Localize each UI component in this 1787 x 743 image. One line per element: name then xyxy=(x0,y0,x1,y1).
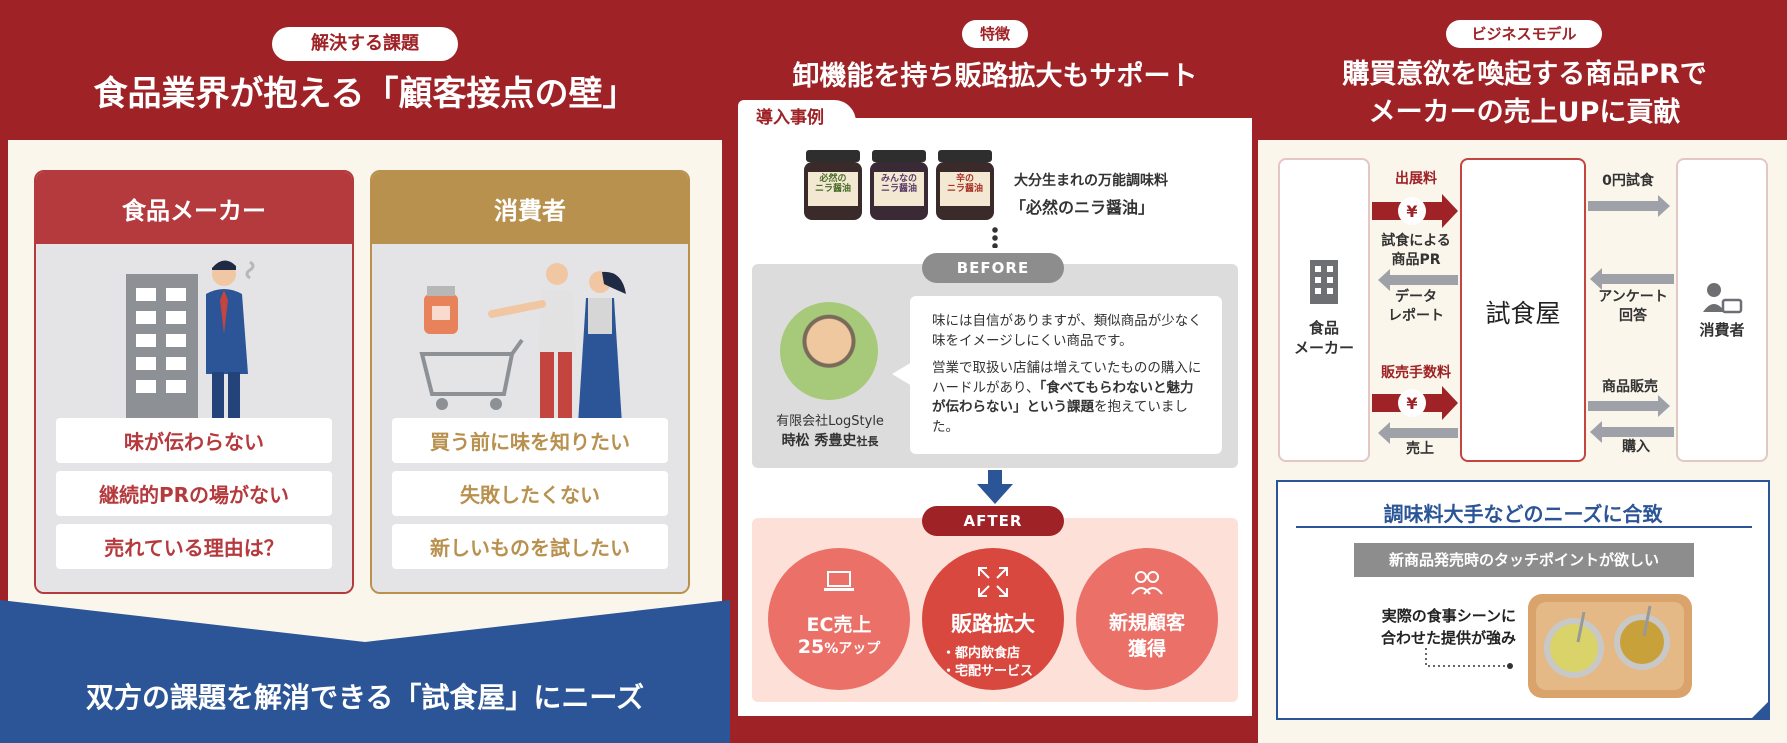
maker-issue: 味が伝わらない xyxy=(56,418,332,463)
consumer-card-title: 消費者 xyxy=(372,172,688,244)
product-label: 辛の ニラ醤油 xyxy=(946,174,983,194)
needs-note: 実際の食事シーンに 合わせた提供が強み xyxy=(1380,607,1516,647)
dotted-pointer xyxy=(1425,648,1513,669)
fee2-label: 販売手数料 xyxy=(1381,365,1451,381)
avatar xyxy=(780,302,878,400)
sales-label: 売上 xyxy=(1406,441,1434,457)
maker-issue: 継続的PRの場がない xyxy=(56,471,332,516)
quote-p2-a: 営業で取扱い店舗は増えていたものの購入にハードルがあり、 xyxy=(932,360,1202,396)
fee1-label: 出展料 xyxy=(1395,171,1437,187)
food-tray-illustration xyxy=(1528,594,1692,698)
fee1-arrow: ¥ xyxy=(1372,194,1458,228)
right-title-line2: メーカーの売上UPに貢献 xyxy=(1368,97,1681,128)
maker-illustration xyxy=(126,260,255,424)
consumer-issue: 買う前に味を知りたい xyxy=(392,418,668,463)
result2-item: ・都内飲食店 xyxy=(942,646,1021,661)
person-company: 有限会社LogStyle xyxy=(776,414,884,429)
shishokuya-node-label: 試食屋 xyxy=(1485,299,1561,328)
expand-icon xyxy=(978,567,1008,597)
quote-p2-c: を抱えていました。 xyxy=(932,399,1188,435)
down-arrow-icon xyxy=(977,470,1013,504)
purchase-arrow xyxy=(1590,421,1674,443)
people-icon xyxy=(1131,571,1163,595)
result3-line2: 獲得 xyxy=(1127,638,1166,660)
feature-tag: 特徴 xyxy=(962,20,1028,48)
before-label: BEFORE xyxy=(922,253,1064,283)
data-label: データ レポート xyxy=(1388,289,1444,324)
consumer-node-label: 消費者 xyxy=(1699,321,1745,339)
maker-node xyxy=(1278,158,1370,462)
bottom-banner xyxy=(0,600,730,743)
free-trial-label: 0円試食 xyxy=(1602,173,1654,189)
product-sales-arrow xyxy=(1588,395,1670,417)
consumer-node xyxy=(1676,158,1768,462)
maker-issue: 売れている理由は？ xyxy=(56,524,332,569)
case-tab: 導入事例 xyxy=(738,100,856,136)
middle-title: 卸機能を持ち販路拡大もサポート xyxy=(792,61,1198,92)
survey-label: アンケート 回答 xyxy=(1598,289,1668,324)
result1-num: 25 xyxy=(797,636,825,658)
result-channel: 販路拡大 ・都内飲食店 ・宅配サービス xyxy=(922,548,1064,690)
consumer-issue: 失敗したくない xyxy=(392,471,668,516)
shishokuya-node xyxy=(1460,158,1586,462)
issue-tag: 解決する課題 xyxy=(272,27,458,61)
maker-card-title: 食品メーカー xyxy=(36,172,352,244)
fee2-arrow: ¥ xyxy=(1372,386,1458,420)
result2-title: 販路拡大 xyxy=(951,612,1035,636)
product-label: みんなの ニラ醤油 xyxy=(880,174,917,194)
quote-p2-b: 「食べてもらわないと魅力が伝わらない」という課題 xyxy=(932,379,1194,416)
consumer-card: 消費者 買う前に味を知りたい 失敗したくない 新しいものを試したい xyxy=(370,170,690,594)
pr-arrow xyxy=(1378,269,1458,291)
quote-paragraph-2: 営業で取扱い店舗は増えていたものの購入にハードルがあり、「食べてもらわないと魅力… xyxy=(932,359,1206,437)
consumer-illustration xyxy=(419,263,626,424)
result1-line1: EC売上 xyxy=(806,614,872,636)
product-sales-label: 商品販売 xyxy=(1602,379,1658,395)
needs-underline xyxy=(1296,526,1752,528)
ellipsis-icon xyxy=(992,226,998,248)
free-trial-arrow xyxy=(1588,195,1670,217)
person-title: 社長 xyxy=(856,435,879,448)
yen-icon: ¥ xyxy=(1398,389,1426,417)
product-line2: 「必然のニラ醤油」 xyxy=(1010,198,1155,217)
consumer-card-body: 買う前に味を知りたい 失敗したくない 新しいものを試したい xyxy=(372,244,688,592)
person-name-row: 時松 秀豊史社長 xyxy=(760,430,900,450)
business-model-tag: ビジネスモデル xyxy=(1446,20,1602,48)
result-new-customers: 新規顧客 獲得 xyxy=(1076,548,1218,690)
consumer-cart-icon xyxy=(1703,283,1743,314)
quote-paragraph-1: 味には自信がありますが、類似商品が少なく味をイメージしにくい商品です。 xyxy=(932,313,1202,349)
yen-icon: ¥ xyxy=(1398,197,1426,225)
consumer-issue: 新しいものを試したい xyxy=(392,524,668,569)
result-ec-sales: EC売上 25%アップ xyxy=(768,548,910,690)
result3-line1: 新規顧客 xyxy=(1108,612,1185,634)
left-title: 食品業界が抱える「顧客接点の壁」 xyxy=(93,74,637,114)
pr-label: 試食による 商品PR xyxy=(1381,233,1451,268)
speech-tail xyxy=(892,362,912,386)
survey-arrow xyxy=(1590,268,1674,290)
person-name: 時松 秀豊史 xyxy=(781,433,857,449)
laptop-icon xyxy=(824,571,854,591)
maker-card-body: 味が伝わらない 継続的PRの場がない 売れている理由は？ xyxy=(36,244,352,592)
result2-item: ・宅配サービス xyxy=(942,664,1034,679)
purchase-label: 購入 xyxy=(1622,439,1650,455)
needs-corner xyxy=(1752,702,1768,718)
right-title-line1: 購買意欲を喚起する商品PRで xyxy=(1342,59,1707,90)
building-icon xyxy=(1310,260,1338,304)
needs-title: 調味料大手などのニーズに合致 xyxy=(1383,502,1663,526)
bottom-banner-text: 双方の課題を解消できる「試食屋」にニーズ xyxy=(85,681,645,714)
quote-bubble: 味には自信がありますが、類似商品が少なく味をイメージしにくい商品です。 営業で取… xyxy=(910,296,1222,454)
needs-tag: 新商品発売時のタッチポイントが欲しい xyxy=(1354,543,1694,577)
product-label: 必然の ニラ醤油 xyxy=(814,174,851,194)
product-jars xyxy=(804,150,994,220)
result1-row: 25%アップ xyxy=(768,636,910,658)
sales-arrow xyxy=(1378,422,1458,444)
after-label: AFTER xyxy=(922,506,1064,536)
maker-node-label: 食品 メーカー xyxy=(1293,319,1354,358)
result1-unit: %アップ xyxy=(824,641,881,657)
maker-card: 食品メーカー 味が伝わらない 継続的PRの場がない 売れている理由は？ xyxy=(34,170,354,594)
product-line1: 大分生まれの万能調味料 xyxy=(1014,173,1168,189)
